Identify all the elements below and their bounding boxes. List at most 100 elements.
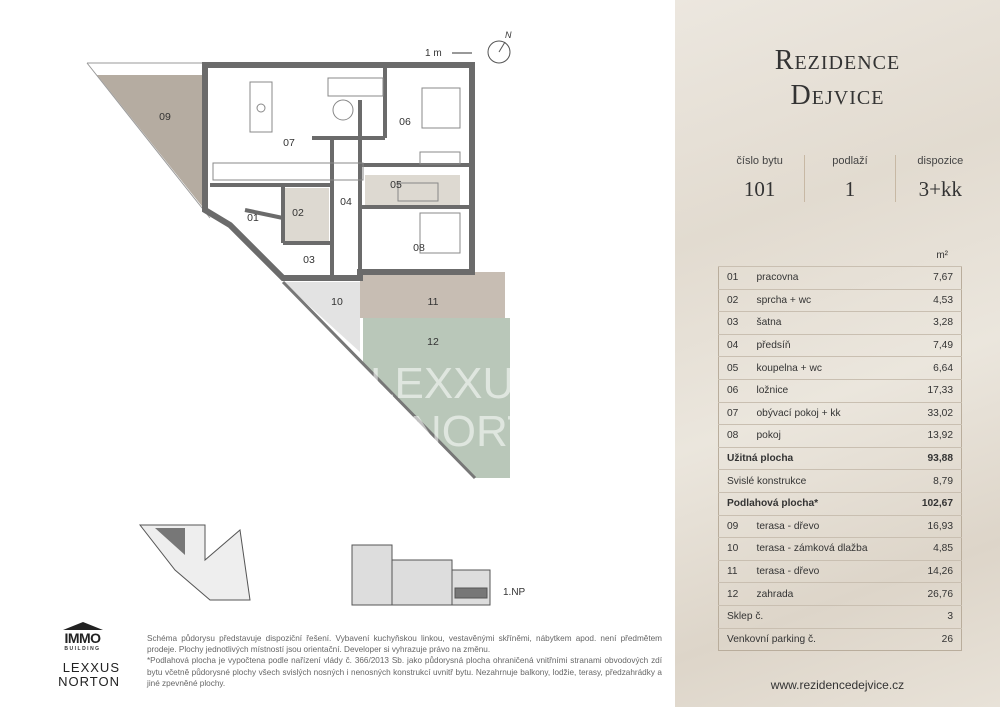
table-cell: 8,79: [903, 469, 962, 493]
table-cell: Svislé konstrukce: [718, 469, 904, 493]
table-cell: sprcha + wc: [748, 288, 904, 312]
floor-number: 1: [844, 177, 856, 201]
table-cell: 33,02: [903, 401, 962, 425]
label-07: 07: [283, 137, 295, 149]
table-cell: 11: [718, 559, 749, 583]
disclaimer: Schéma půdorysu představuje dispoziční ř…: [147, 634, 662, 688]
table-cell: obývací pokoj + kk: [748, 401, 904, 425]
garden-12: [363, 318, 510, 478]
table-cell: 3: [903, 604, 962, 628]
table-cell: 16,93: [903, 514, 962, 538]
floor-plan: LEXXUS NORTON 09 07 06 05 04 02 01 03 08…: [86, 30, 599, 606]
layout-type: 3+kk: [918, 177, 962, 201]
scale-label: 1 m: [425, 48, 442, 59]
table-cell: 01: [718, 266, 749, 290]
table-cell: 93,88: [903, 446, 962, 470]
meta-label: dispozice: [917, 155, 964, 167]
meta-label: číslo bytu: [736, 155, 783, 167]
terrace-09: [97, 75, 205, 210]
watermark-line2: NORTON: [410, 407, 599, 456]
table-cell: 06: [718, 378, 749, 403]
meta-label: podlaží: [832, 155, 868, 167]
table-cell: terasa - zámková dlažba: [748, 537, 904, 561]
building-elevation: [351, 544, 491, 606]
floor-area-row: Podlahová plocha*102,67: [718, 491, 962, 516]
label-10: 10: [331, 296, 343, 308]
table-cell: 102,67: [903, 491, 962, 516]
terrace-10: [283, 282, 360, 352]
table-cell: 17,33: [903, 378, 962, 403]
table-cell: 26: [903, 627, 962, 651]
table-cell: 14,26: [903, 559, 962, 583]
terrace-11: [360, 272, 505, 318]
label-11: 11: [428, 296, 439, 308]
label-12: 12: [427, 336, 439, 348]
table-cell: 09: [718, 514, 749, 538]
label-02: 02: [292, 207, 304, 219]
table-cell: ložnice: [748, 378, 904, 403]
website-link[interactable]: www.rezidencedejvice.cz: [770, 678, 905, 692]
brand-line1: Rezidence: [774, 45, 901, 76]
table-cell: 7,49: [903, 333, 962, 357]
table-cell: 02: [718, 288, 749, 312]
table-cell: 6,64: [903, 356, 962, 380]
table-cell: Sklep č.: [718, 604, 904, 628]
north-label: N: [505, 30, 512, 40]
cellar-row: Sklep č.3: [718, 604, 962, 628]
watermark-line1: LEXXUS: [370, 359, 544, 408]
table-cell: 7,67: [903, 266, 962, 290]
table-cell: 08: [718, 424, 749, 448]
table-cell: koupelna + wc: [748, 356, 904, 380]
table-cell: 07: [718, 401, 749, 425]
label-04: 04: [340, 196, 352, 208]
table-cell: zahrada: [748, 582, 904, 606]
apartment-number: 101: [743, 177, 776, 201]
table-cell: šatna: [748, 311, 904, 335]
label-06: 06: [399, 116, 411, 128]
table-cell: pokoj: [748, 424, 904, 448]
table-cell: 26,76: [903, 582, 962, 606]
table-cell: pracovna: [748, 266, 904, 290]
table-cell: Venkovní parking č.: [718, 627, 904, 651]
label-08: 08: [413, 242, 425, 254]
key-plan: [138, 524, 251, 601]
label-01: 01: [247, 212, 259, 224]
parking-row: Venkovní parking č.26: [718, 627, 962, 651]
label-09: 09: [159, 111, 171, 123]
floor-marker: 1.NP: [503, 587, 526, 598]
apartment-floor: [202, 62, 475, 281]
label-05: 05: [390, 179, 402, 191]
table-cell: terasa - dřevo: [748, 514, 904, 538]
label-03: 03: [303, 254, 315, 266]
apartment-meta: číslo bytu 101 podlaží 1 dispozice 3+kk: [715, 155, 985, 202]
table-cell: 12: [718, 582, 749, 606]
table-cell: 4,85: [903, 537, 962, 561]
table-cell: 13,92: [903, 424, 962, 448]
north-arrow-icon: [487, 40, 511, 64]
table-cell: 03: [718, 311, 749, 335]
unit-label: m²: [936, 250, 948, 261]
table-cell: 4,53: [903, 288, 962, 312]
table-cell: 05: [718, 356, 749, 380]
table-cell: 04: [718, 333, 749, 357]
table-cell: terasa - dřevo: [748, 559, 904, 583]
table-cell: předsíň: [748, 333, 904, 357]
